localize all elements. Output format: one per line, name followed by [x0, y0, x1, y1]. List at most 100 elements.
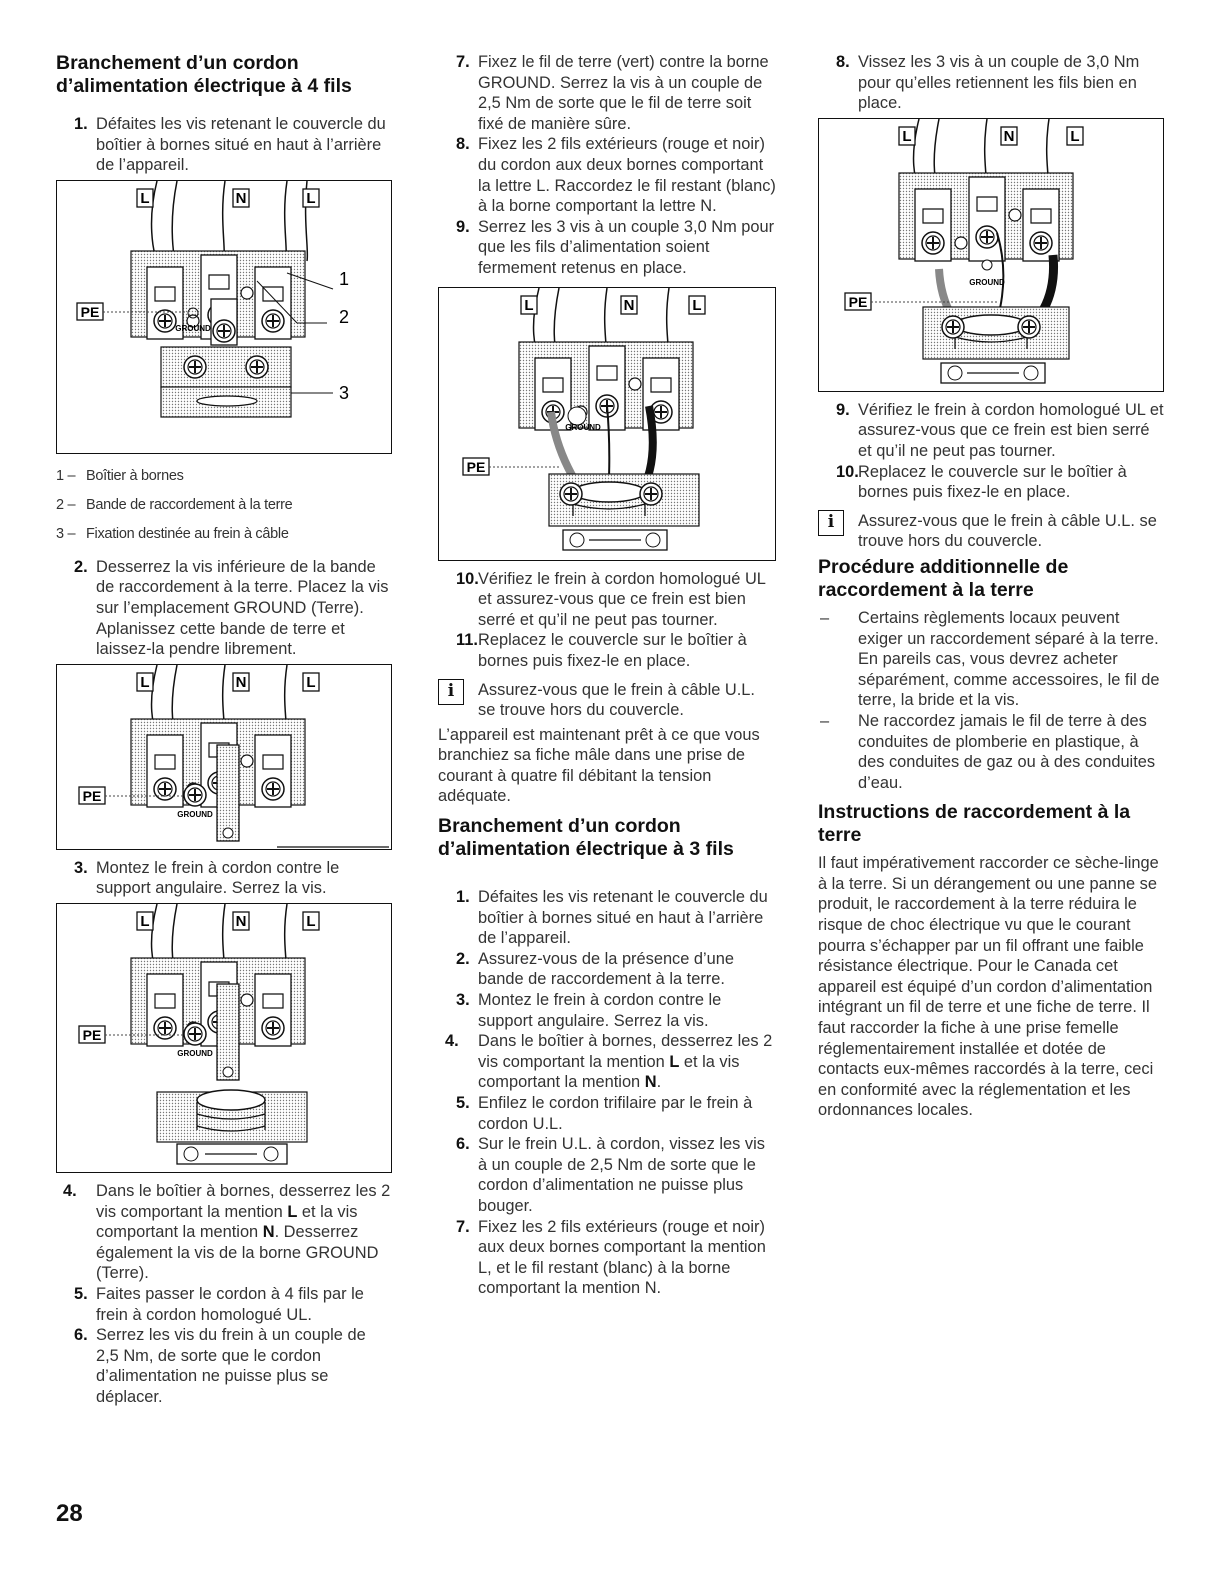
legend-item: 2 – Bande de raccordement à la terre	[56, 491, 392, 520]
label-L-left: L	[902, 128, 911, 145]
step-text: Vérifiez le frein à cordon homologué UL …	[858, 400, 1164, 460]
step-text: Enfilez le cordon trifilaire par le frei…	[478, 1094, 753, 1133]
label-PE: PE	[81, 304, 100, 320]
figure-terminal-block-5: L N L GROUND PE	[818, 117, 1164, 392]
step-item: 10.Replacez le couvercle sur le boîtier …	[818, 462, 1164, 503]
heading-grounding-instructions: Instructions de raccordement à la terre	[818, 801, 1131, 847]
label-L-right: L	[306, 190, 315, 207]
step-item: 2.Desserrez la vis inférieure de la band…	[56, 557, 392, 660]
step-text: Desserrez la vis inférieure de la bande …	[96, 557, 389, 659]
step-number: 2.	[456, 949, 470, 968]
step-text: Serrez les 3 vis à un couple 3,0 Nm pour…	[478, 217, 775, 277]
label-L-left: L	[140, 674, 149, 691]
step-item: 10.Vérifiez le frein à cordon homologué …	[438, 569, 776, 631]
step-item: 7. Fixez le fil de terre (vert) contre la…	[438, 52, 776, 134]
label-ground: GROUND	[175, 324, 211, 333]
step-item: 3.Montez le frein à cordon contre le sup…	[56, 858, 392, 899]
step-text: Montez le frein à cordon contre le suppo…	[478, 991, 722, 1030]
step-number: 1.	[456, 888, 470, 907]
figure-terminal-block-3: L N L PE GROUND	[56, 902, 392, 1173]
heading-3-wire: Branchement d’un cordon d’alimentation é…	[438, 815, 734, 861]
step-text: Défaites les vis retenant le couvercle d…	[478, 888, 768, 948]
label-L-left: L	[524, 297, 533, 314]
step-item: 1.Défaites les vis retenant le couvercle…	[56, 114, 392, 176]
legend-text: Boîtier à bornes	[86, 467, 184, 484]
step-number: 5.	[74, 1284, 88, 1303]
step-4: 4.Dans le boîtier à bornes, desserrez le…	[445, 1032, 773, 1092]
label-N: N	[1004, 128, 1015, 145]
legend-number: 1 –	[56, 467, 76, 484]
step-text: Fixez les 2 fils extérieurs (rouge et no…	[478, 1217, 766, 1298]
dash-item: – Ne raccordez jamais le fil de terre à d…	[818, 711, 1164, 793]
step-text: Assurez-vous de la présence d’une bande …	[478, 949, 735, 989]
callout-1: 1	[339, 269, 349, 289]
step-text: Sur le frein U.L. à cordon, vissez les v…	[478, 1135, 765, 1215]
heading-additional-grounding: Procédure additionnelle de raccordement …	[818, 555, 1069, 601]
step-item: 11.Replacez le couvercle sur le boîtier …	[438, 630, 776, 671]
step-text: Faites passer le cordon à 4 fils par le …	[96, 1284, 364, 1324]
steps-list: 9. Vérifiez le frein à cordon homologué U…	[818, 400, 1164, 503]
steps-list: 4.Dans le boîtier à bornes, desserrez le…	[438, 1031, 776, 1093]
label-N: N	[236, 190, 247, 207]
label-ground: GROUND	[177, 810, 213, 819]
steps-list: 1. Défaites les vis retenant le couvercle…	[438, 887, 776, 1031]
callout-3: 3	[339, 383, 349, 403]
figure-terminal-block-4: L N L GROUND PE	[438, 286, 776, 561]
step-text: Montez le frein à cordon contre le suppo…	[96, 858, 340, 898]
legend-text: Bande de raccordement à la terre	[86, 496, 293, 513]
step-number: 10.	[836, 462, 859, 481]
legend-number: 3 –	[56, 525, 76, 542]
step-item: 8. Fixez les 2 fils extérieurs (rouge et …	[438, 134, 776, 216]
step-text: Fixez les 2 fils extérieurs (rouge et no…	[478, 135, 776, 216]
step-item: 5. Enfilez le cordon trifilaire par le fr…	[438, 1093, 776, 1134]
label-PE: PE	[83, 788, 102, 804]
step-number: 10.	[456, 569, 479, 588]
label-N: N	[236, 674, 247, 691]
label-PE: PE	[83, 1027, 102, 1043]
step-number: 6.	[74, 1326, 88, 1345]
dash-text: Ne raccordez jamais le fil de terre à de…	[858, 711, 1156, 792]
step-item: 1. Défaites les vis retenant le couvercle…	[438, 887, 776, 949]
figure-legend: 1 – Boîtier à bornes 2 – Bande de raccordem…	[56, 462, 392, 549]
step-item: 6.Serrez les vis du frein à un couple de…	[56, 1325, 392, 1407]
step-text: Replacez le couvercle sur le boîtier à b…	[858, 462, 1127, 502]
steps-list: 4.Dans le boîtier à bornes, desserrez le…	[56, 1181, 392, 1284]
info-icon: i	[438, 678, 464, 705]
legend-text: Fixation destinée au frein à câble	[86, 525, 289, 542]
steps-list: 5. Faites passer le cordon à 4 fils par l…	[56, 1284, 392, 1408]
step-item: 7.Fixez les 2 fils extérieurs (rouge et …	[438, 1217, 776, 1299]
step-number: 7.	[456, 53, 470, 71]
step-number: 3.	[456, 991, 470, 1010]
step-text: Fixez le fil de terre (vert) contre la b…	[478, 53, 769, 133]
column-right: 8. Vissez les 3 vis à un couple de 3,0 Nm…	[818, 52, 1164, 1129]
step-number: 9.	[836, 400, 850, 419]
step-item: 6.Sur le frein U.L. à cordon, vissez les…	[438, 1134, 776, 1216]
steps-list: 5. Enfilez le cordon trifilaire par le fr…	[438, 1093, 776, 1299]
step-item: 8. Vissez les 3 vis à un couple de 3,0 Nm…	[818, 52, 1164, 114]
legend-item: 3 – Fixation destinée au frein à câble	[56, 520, 392, 549]
step-number: 8.	[456, 135, 470, 154]
step-number: 8.	[836, 53, 850, 71]
label-L-left: L	[140, 190, 149, 207]
label-N: N	[624, 297, 635, 314]
page-number: 28	[56, 1500, 83, 1527]
label-ground: GROUND	[969, 278, 1005, 287]
label-ground: GROUND	[565, 423, 601, 432]
step-text: Vérifiez le frein à cordon homologué UL …	[478, 569, 766, 629]
step-number: 5.	[456, 1094, 470, 1112]
label-ground: GROUND	[177, 1049, 213, 1058]
label-N: N	[236, 913, 247, 930]
legend-number: 2 –	[56, 496, 76, 513]
dash-mark: –	[820, 711, 830, 730]
info-icon: i	[818, 509, 844, 536]
dash-mark: –	[820, 608, 830, 627]
legend-item: 1 – Boîtier à bornes	[56, 462, 392, 491]
step-item: 9.Serrez les 3 vis à un couple 3,0 Nm po…	[438, 217, 776, 279]
label-L-right: L	[692, 297, 701, 314]
step-item: 5. Faites passer le cordon à 4 fils par l…	[56, 1284, 392, 1325]
step-text: Replacez le couvercle sur le boîtier à b…	[478, 631, 747, 670]
step-text: Vissez les 3 vis à un couple de 3,0 Nm p…	[858, 53, 1140, 113]
label-PE: PE	[467, 459, 486, 475]
dash-list: –Certains règlements locaux peuvent exig…	[818, 608, 1164, 793]
steps-list: 8. Vissez les 3 vis à un couple de 3,0 Nm…	[818, 52, 1164, 114]
